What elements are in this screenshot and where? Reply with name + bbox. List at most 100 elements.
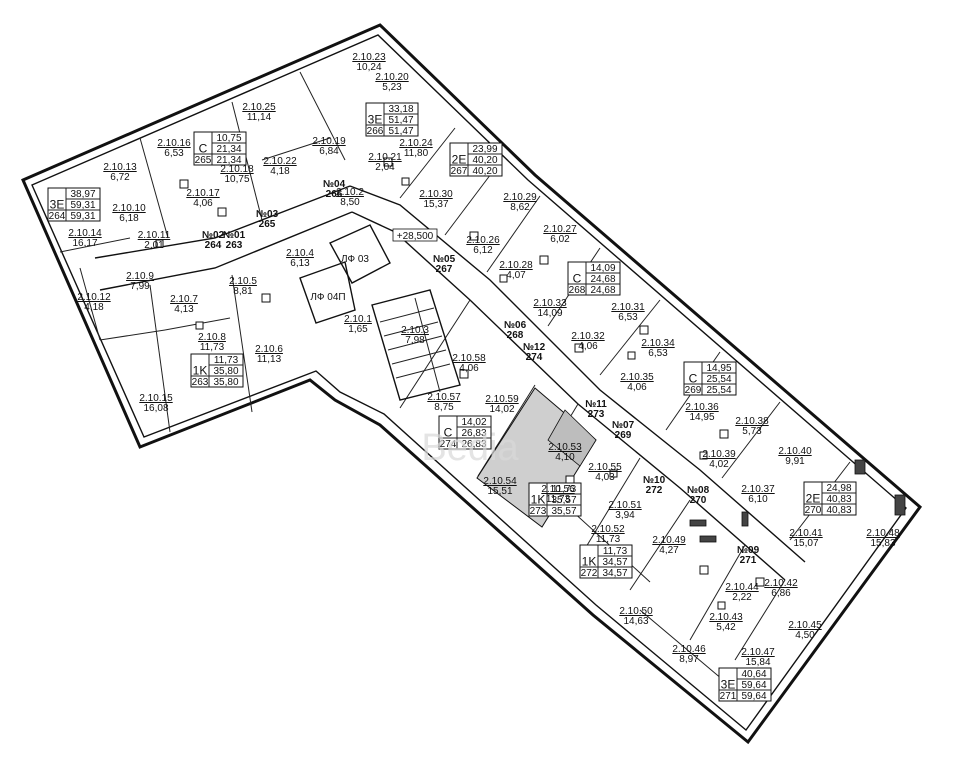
room-area: 10,24 (356, 62, 381, 73)
room-area: 16,08 (143, 403, 168, 414)
apartment-box-frame (193, 131, 247, 166)
room-id: 2.10.17 (186, 188, 220, 199)
room-id: 2.10.10 (112, 203, 146, 214)
apartment-area-value: 51,47 (388, 115, 413, 126)
room-id: 2.10.18 (220, 164, 254, 175)
apartment-area-value: 34,57 (602, 568, 627, 579)
room-area: 14,95 (689, 412, 714, 423)
apartment-area-value: 14,02 (461, 417, 486, 428)
room-area: 7,99 (130, 281, 150, 292)
apartment-box-frame (365, 102, 419, 137)
apartment-box-frame (47, 187, 101, 222)
room-area: 6,53 (164, 148, 184, 159)
room-area: 11,14 (247, 112, 272, 123)
room-area: 15,37 (423, 199, 448, 210)
room-area: 15,83 (870, 538, 895, 549)
apartment-box-frame (803, 481, 857, 516)
room-id: 2.10.16 (157, 138, 191, 149)
room-id: 2.10.1 (344, 314, 372, 325)
entry-apartment-number: 273 (588, 409, 605, 420)
apartment-number: 264 (49, 211, 66, 222)
apartment-area-value: 40,64 (741, 669, 766, 680)
room-id: 2.10.12 (77, 292, 111, 303)
apartment-number: 269 (685, 385, 702, 396)
room-area: 14,09 (537, 308, 562, 319)
room-id: 2.10.22 (263, 156, 297, 167)
room-id: 2.10.13 (103, 162, 137, 173)
room-id: 2.10.59 (485, 394, 519, 405)
room-area: 11,13 (257, 354, 282, 365)
room-area: 6,72 (110, 172, 130, 183)
apartment-area-value: 21,34 (216, 144, 241, 155)
apartment-number: 263 (192, 377, 209, 388)
apartment-box-frame (528, 482, 582, 517)
apartment-area-value: 35,80 (213, 366, 238, 377)
apartment-area-value: 24,98 (826, 483, 851, 494)
room-id: 2.10.8 (198, 332, 226, 343)
entry-label: №12 (523, 342, 546, 353)
apartment-box-frame (579, 544, 633, 579)
apartment-area-value: 23,99 (472, 144, 497, 155)
apartment-area-value: 21,34 (216, 155, 241, 166)
apartment-number: 272 (581, 568, 598, 579)
entry-label: №04 (323, 179, 346, 190)
room-id: 2.10.15 (139, 393, 173, 404)
apartment-box-frame (190, 353, 244, 388)
room-area: 11,80 (404, 148, 429, 159)
room-labels: 2.10.2310,242.10.205,232.10.2511,142.10.… (68, 52, 900, 668)
entry-label: №11 (585, 399, 607, 410)
room-area: 6,18 (119, 213, 139, 224)
apartment-box-frame (683, 361, 737, 396)
room-id: 2.10.38 (735, 416, 769, 427)
room-area: 2,04 (375, 162, 395, 173)
room-id: 2.10.28 (499, 260, 533, 271)
room-id: 2.10.19 (312, 136, 346, 147)
room-area: 4,03 (595, 472, 615, 483)
room-area: 6,12 (473, 245, 493, 256)
room-id: 2.10.41 (789, 528, 823, 539)
entry-apartment-number: 270 (690, 495, 707, 506)
apartment-type: 3E (50, 198, 65, 212)
room-id: 2.10.7 (170, 294, 198, 305)
apartment-area-value: 38,97 (70, 189, 95, 200)
room-id: 2.10.55 (588, 462, 622, 473)
room-id: 2.10.3 (401, 325, 429, 336)
apartment-area-value: 40,20 (472, 155, 497, 166)
room-area: 6,13 (290, 258, 310, 269)
room-area: 6,86 (771, 588, 791, 599)
shaft-label-1: ЛФ 03 (341, 254, 369, 265)
room-id: 2.10.51 (608, 500, 642, 511)
apartment-type: 2E (806, 492, 821, 506)
room-area: 6,84 (319, 146, 339, 157)
apartment-area-value: 11,73 (603, 546, 628, 557)
entry-apartment-number: 266 (326, 189, 343, 200)
apartment-area-value: 35,57 (551, 495, 576, 506)
room-id: 2.10.45 (788, 620, 822, 631)
apartment-area-value: 26,83 (461, 439, 486, 450)
room-area: 4,06 (459, 363, 479, 374)
apartment-box-frame (718, 667, 772, 702)
room-id: 2.10.34 (641, 338, 675, 349)
room-id: 2.10.48 (866, 528, 900, 539)
entry-apartment-number: 264 (205, 240, 222, 251)
room-area: 8,97 (679, 654, 699, 665)
room-id: 2.10.25 (242, 102, 276, 113)
room-id: 2.10.46 (672, 644, 706, 655)
room-id: 2.10.42 (764, 578, 798, 589)
room-area: 14,02 (489, 404, 514, 415)
entry-label: №07 (612, 420, 635, 431)
room-area: 8,75 (434, 402, 454, 413)
room-area: 2,22 (732, 592, 752, 603)
room-area: 6,02 (550, 234, 570, 245)
apartment-area-value: 14,09 (590, 263, 615, 274)
room-id: 2.10.2 (336, 187, 364, 198)
level-mark: +28,500 (397, 231, 434, 242)
room-area: 11,73 (200, 342, 225, 353)
room-area: 4,13 (174, 304, 194, 315)
entry-apartment-number: 271 (740, 555, 757, 566)
